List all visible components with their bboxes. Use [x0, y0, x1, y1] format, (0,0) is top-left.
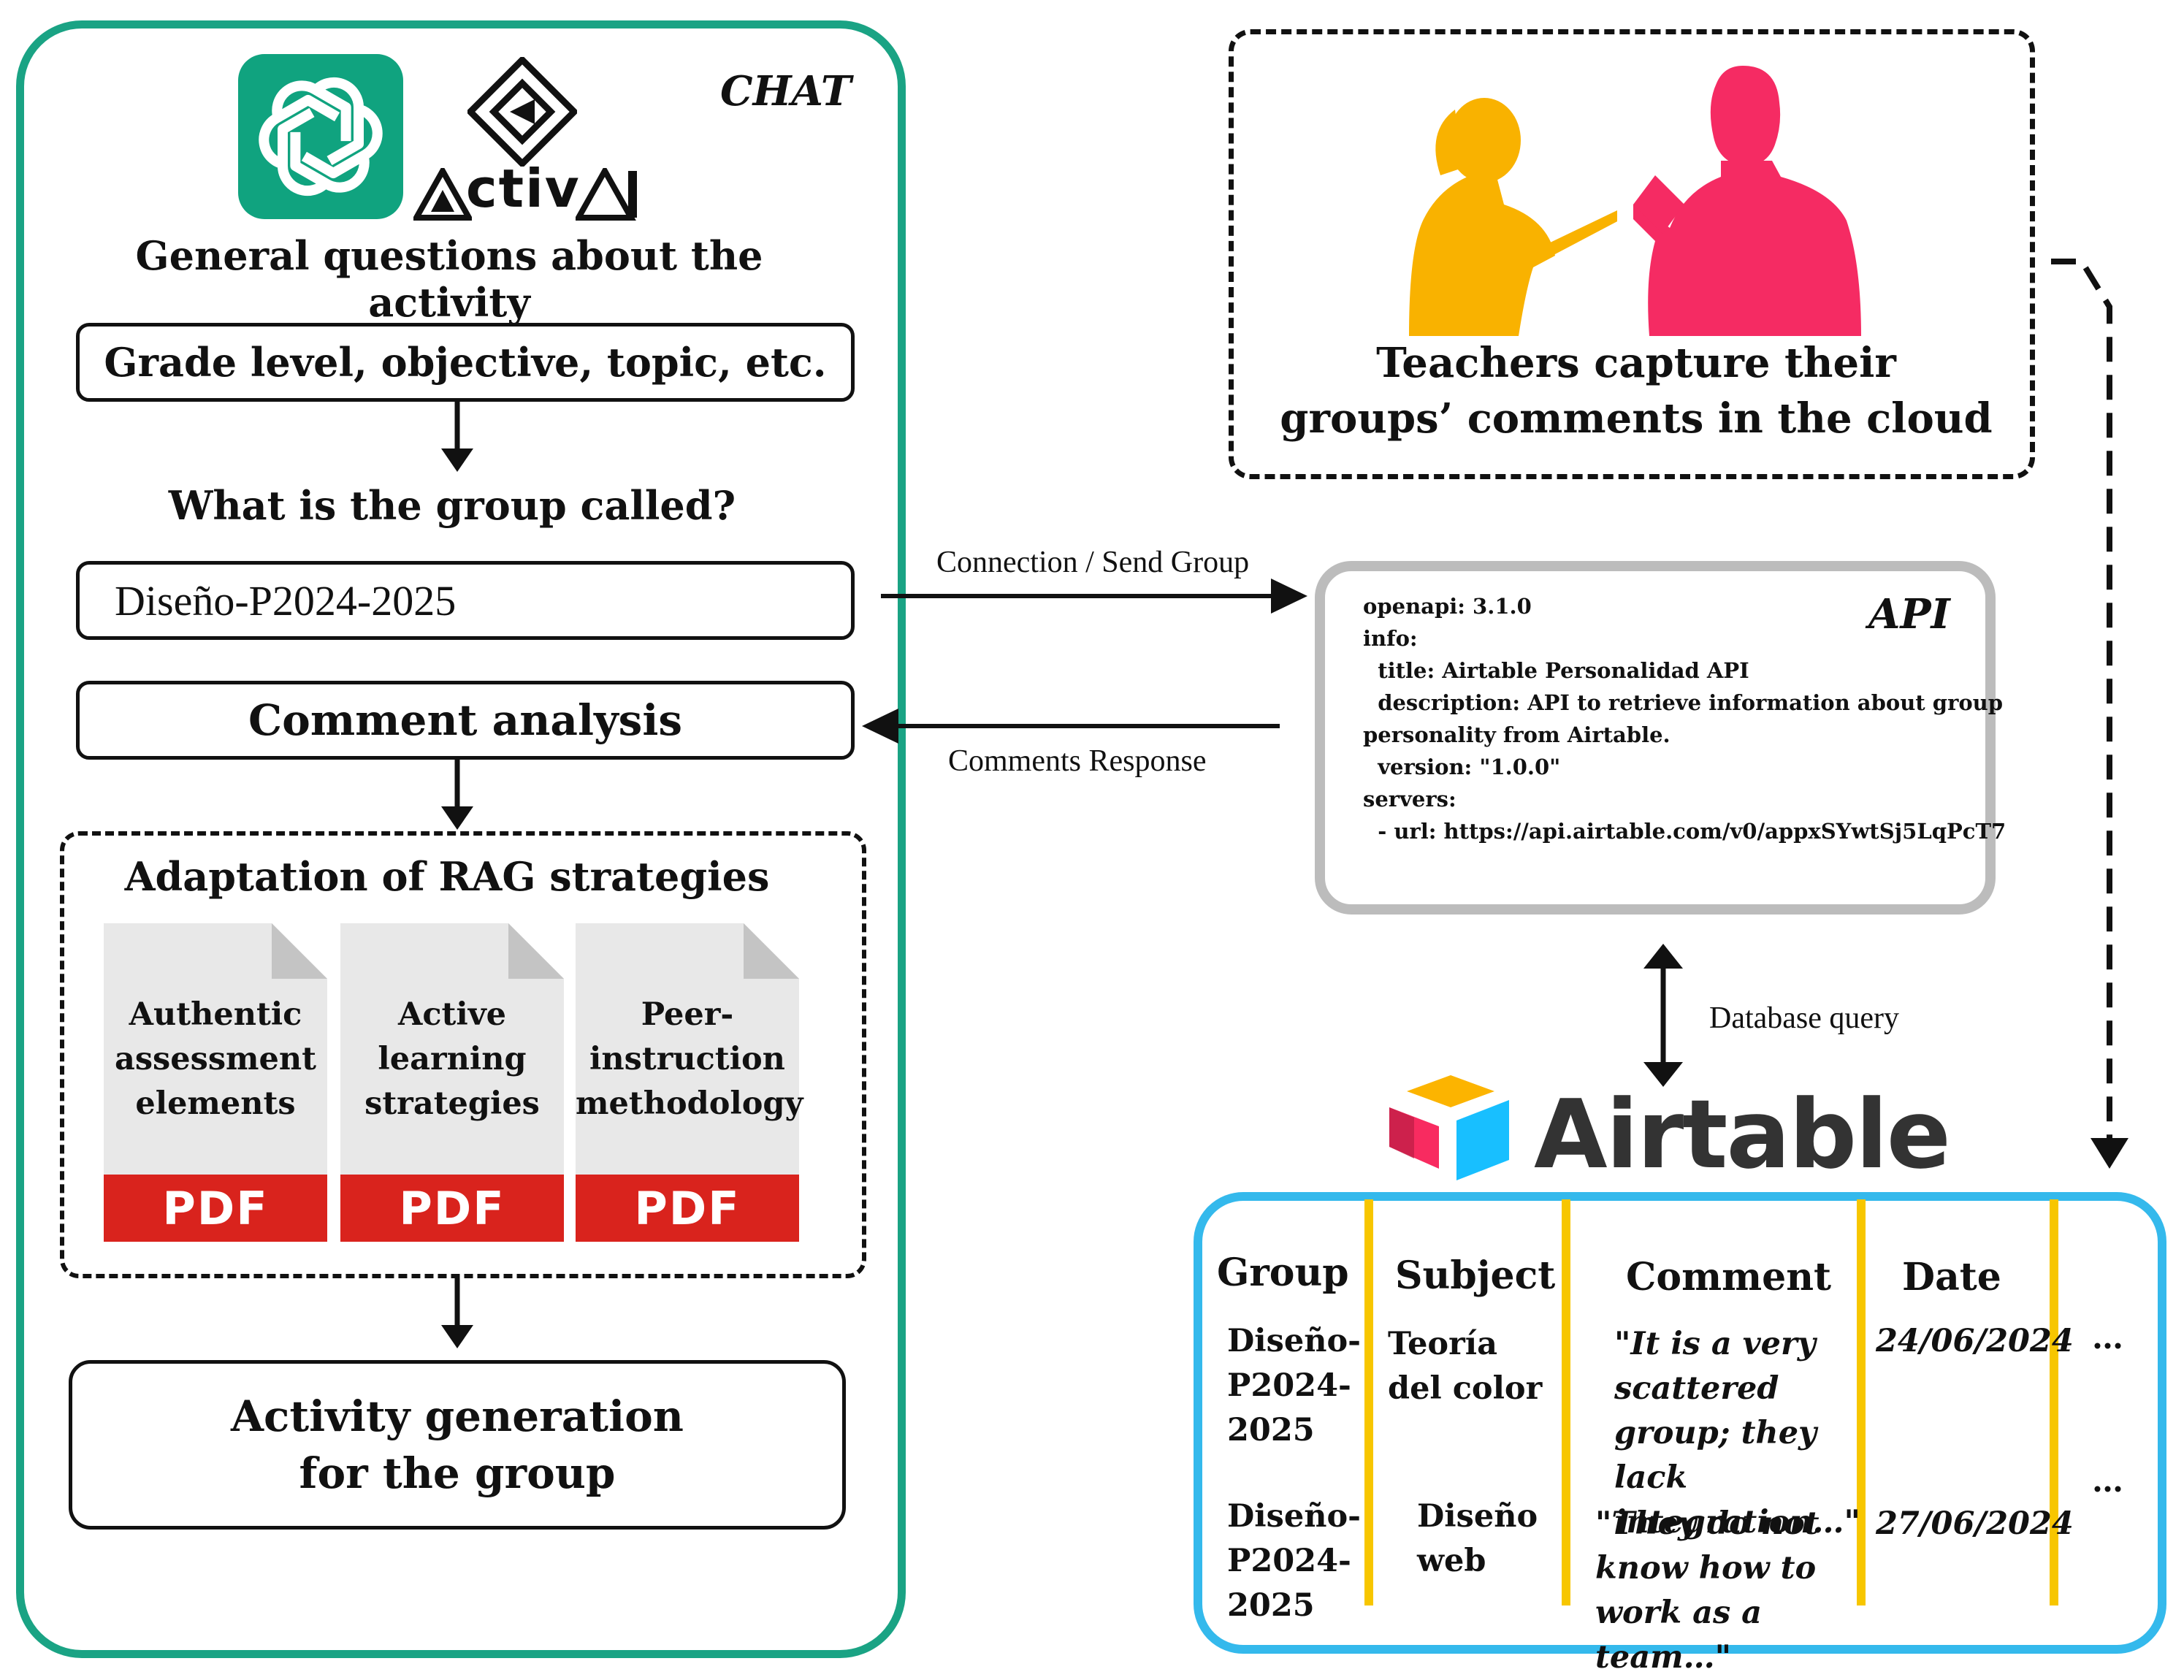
document-icon: [576, 923, 799, 1175]
header-date[interactable]: Date: [1902, 1255, 2001, 1299]
activa-logo: ctiv: [413, 158, 640, 224]
rag-title: Adaptation of RAG strategies: [124, 853, 770, 900]
activity-generation-line2: for the group: [299, 1448, 616, 1498]
activa-a-icon: [413, 168, 472, 221]
teachers-caption-line1: Teachers capture their: [1376, 339, 1896, 387]
teachers-caption-line2: groups’ comments in the cloud: [1280, 394, 1993, 443]
airtable-table: [1194, 1192, 2166, 1654]
header-comment[interactable]: Comment: [1626, 1255, 1832, 1299]
row2-date: 27/06/2024: [1876, 1505, 2074, 1542]
pdf-document-authentic[interactable]: Authentic assessment elements PDF: [104, 923, 327, 1242]
teacher-yellow-icon: [1409, 98, 1617, 336]
pdf-title: Authentic assessment elements: [114, 996, 317, 1122]
row2-subject: Diseño web: [1417, 1498, 1538, 1579]
row1-more[interactable]: …: [2092, 1320, 2123, 1356]
database-query-label: Database query: [1709, 1001, 1900, 1035]
pdf-title: Active learning strategies: [364, 996, 540, 1122]
comments-response-label: Comments Response: [948, 744, 1207, 778]
api-code-line: openapi: 3.1.0: [1363, 594, 1532, 619]
activity-generation-box: Activity generation for the group: [69, 1360, 846, 1530]
pdf-badge: PDF: [340, 1175, 564, 1242]
row2-group: Diseño-P2024-2025: [1227, 1498, 1361, 1624]
pdf-document-peer[interactable]: Peer-instruction methodology PDF: [576, 923, 803, 1242]
header-group[interactable]: Group: [1217, 1251, 1349, 1295]
column-divider: [1857, 1199, 1866, 1605]
row2-more[interactable]: …: [2092, 1463, 2123, 1500]
group-name-value: Diseño-P2024-2025: [115, 576, 457, 625]
api-label: API: [1868, 590, 1950, 638]
rag-box: [60, 831, 866, 1278]
row1-group: Diseño-P2024-2025: [1227, 1323, 1361, 1448]
activity-generation-line1: Activity generation: [231, 1391, 684, 1441]
comments-response-arrow: [862, 709, 1280, 744]
grade-level-box: Grade level, objective, topic, etc.: [76, 323, 855, 402]
activa-a-end-icon: [576, 168, 637, 221]
general-questions-heading: General questions about the activity: [135, 232, 763, 326]
arrow-down-1: [441, 402, 473, 472]
api-code-line: info:: [1363, 626, 1418, 651]
group-name-input[interactable]: Diseño-P2024-2025: [76, 561, 855, 640]
api-code-line: description: API to retrieve information…: [1363, 690, 2004, 715]
arrow-down-3: [441, 1278, 473, 1348]
api-spec-code: openapi: 3.1.0 info: title: Airtable Per…: [1363, 590, 2007, 847]
column-divider: [1364, 1199, 1373, 1605]
activa-diamond-icon: [465, 55, 579, 169]
api-code-line: version: "1.0.0": [1363, 755, 1561, 779]
api-code-line: - url: https://api.airtable.com/v0/appxS…: [1363, 819, 2007, 844]
document-icon: [104, 923, 327, 1175]
airtable-logo-icon: [1389, 1075, 1509, 1180]
pdf-badge: PDF: [576, 1175, 799, 1242]
pdf-title: Peer-instruction methodology: [576, 996, 803, 1122]
airtable-brand-text: Airtable: [1534, 1079, 1951, 1190]
send-group-arrow: [881, 579, 1307, 614]
teachers-panel: [1229, 29, 2035, 479]
teacher-pink-icon: [1633, 66, 1861, 336]
pdf-badge: PDF: [104, 1175, 327, 1242]
header-subject[interactable]: Subject: [1395, 1253, 1556, 1298]
pdf-document-active[interactable]: Active learning strategies PDF: [340, 923, 564, 1242]
grade-level-text: Grade level, objective, topic, etc.: [104, 339, 827, 386]
api-panel: [1315, 561, 1996, 915]
chat-label: CHAT: [720, 67, 852, 115]
teachers-to-airtable-arrow: [2051, 259, 2128, 1169]
row2-comment: "They do not know how to work as a team……: [1595, 1505, 1820, 1676]
send-group-label: Connection / Send Group: [936, 546, 1250, 579]
row1-subject: Teoría del color: [1388, 1326, 1543, 1407]
column-divider: [2050, 1199, 2058, 1605]
database-query-arrow: [1643, 944, 1683, 1087]
api-code-line: personality from Airtable.: [1363, 722, 1671, 747]
arrow-down-2: [441, 760, 473, 830]
group-question: What is the group called?: [168, 482, 736, 529]
column-divider: [1562, 1199, 1570, 1605]
row1-comment: "It is a very scattered group; they lack…: [1614, 1326, 1860, 1540]
activa-logo-text: ctiv: [466, 158, 581, 219]
api-code-line: title: Airtable Personalidad API: [1363, 658, 1749, 683]
chat-panel: [16, 20, 906, 1658]
comment-analysis-text: Comment analysis: [248, 695, 683, 745]
comment-analysis-box: Comment analysis: [76, 681, 855, 760]
row1-date: 24/06/2024: [1876, 1323, 2074, 1359]
document-icon: [340, 923, 564, 1175]
api-code-line: servers:: [1363, 787, 1456, 812]
chatgpt-logo-icon: [238, 54, 403, 219]
